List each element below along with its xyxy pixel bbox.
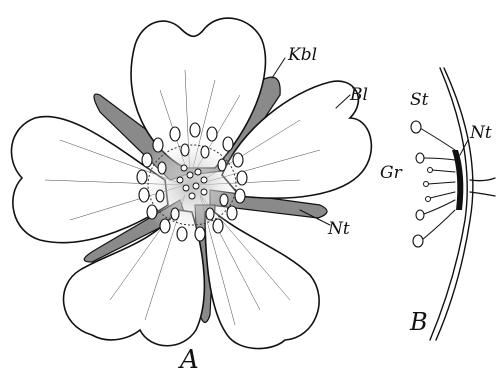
nectary-label: Nt [327, 219, 350, 239]
flower-longitudinal-section: St Gr Nt B [380, 68, 495, 340]
stamen-label: St [410, 90, 429, 110]
figure-a-caption: A [178, 345, 199, 375]
section-pistils [424, 168, 456, 202]
pedicel [470, 178, 495, 196]
flower-top-view: Kbl Bl Nt A [11, 18, 371, 375]
figure-b-caption: B [409, 308, 428, 336]
sepal-label: Kbl [287, 45, 317, 65]
sepal-leader-line [272, 58, 285, 78]
section-nectary-label: Nt [469, 123, 492, 143]
petal-label: Bl [349, 85, 368, 105]
pistil-label: Gr [380, 163, 403, 183]
